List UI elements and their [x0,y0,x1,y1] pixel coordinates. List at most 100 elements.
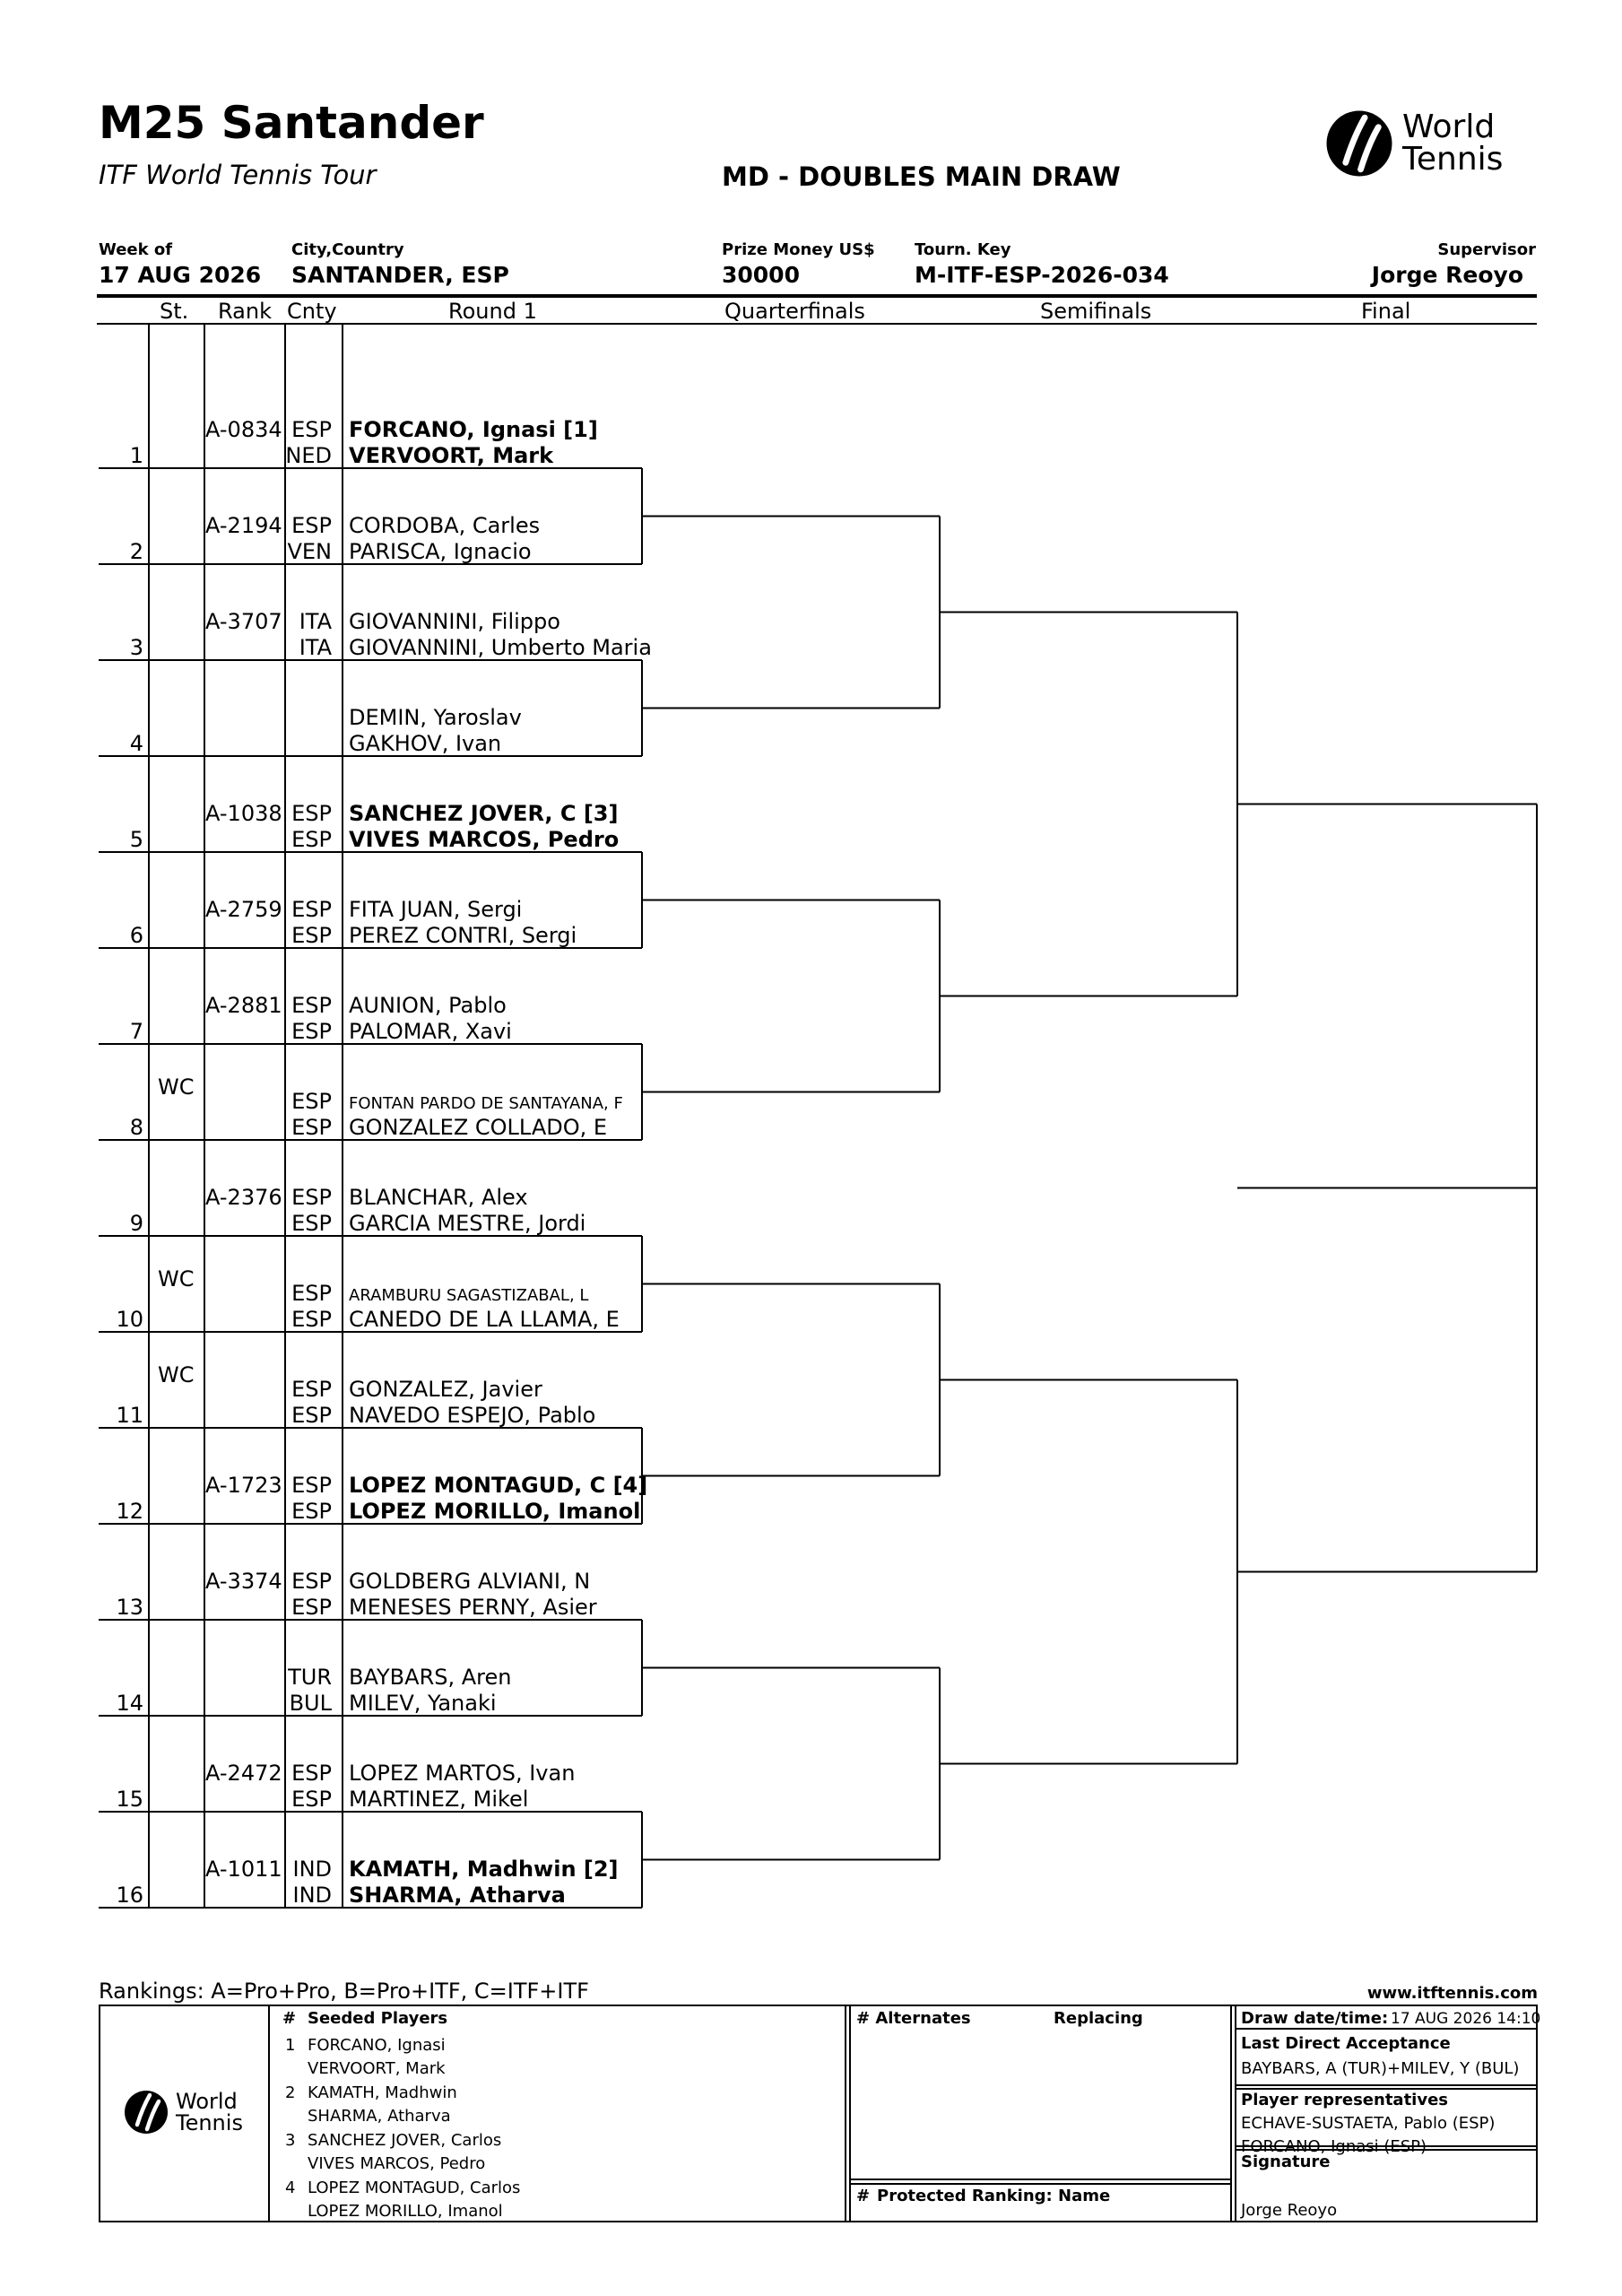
rankings-legend: Rankings: A=Pro+Pro, B=Pro+ITF, C=ITF+IT… [99,1979,589,2004]
player2-country: ESP [291,1787,332,1812]
player1-country: ESP [291,1761,332,1786]
logo-text-world: World [1402,109,1496,145]
city-value: SANTANDER, ESP [291,262,509,288]
col-header-country: Cnty [287,299,337,324]
city-label: City,Country [291,240,404,259]
footer-logo-text-tennis: Tennis [176,2110,243,2135]
player1-country: ESP [291,1281,332,1306]
player2-country: IND [292,1883,332,1908]
player2-name: MENESES PERNY, Asier [349,1595,597,1620]
player2-name: NAVEDO ESPEJO, Pablo [349,1403,596,1428]
player1-name: SANCHEZ JOVER, C [3] [349,801,619,826]
draw-position: 9 [129,1211,143,1236]
col-header-round1: Round 1 [448,299,537,324]
footer-logo-text-world: World [176,2089,238,2114]
col-header-rank: Rank [218,299,272,324]
tourn-key-label: Tourn. Key [915,240,1011,259]
draw-position: 3 [129,635,143,660]
player2-country: ESP [291,1499,332,1524]
seed-player-2: VERVOORT, Mark [308,2059,446,2078]
entry-status: WC [158,1266,195,1292]
player2-name: MILEV, Yanaki [349,1691,497,1716]
player2-name: SHARMA, Atharva [349,1883,566,1908]
player2-name: VIVES MARCOS, Pedro [349,827,620,852]
player2-country: ITA [299,635,332,660]
player2-country: ESP [291,1403,332,1428]
team-rank: A-1011 [205,1857,282,1882]
player2-country: VEN [287,539,332,564]
player2-country: ESP [291,1595,332,1620]
draw-position: 10 [116,1307,143,1332]
entry-status: WC [158,1074,195,1100]
team-rank: A-2376 [205,1185,282,1210]
draw-position: 4 [129,731,143,756]
player1-name: FITA JUAN, Sergi [349,897,523,922]
team-rank: A-3707 [205,609,282,634]
seed-player-1: SANCHEZ JOVER, Carlos [308,2131,502,2150]
player2-name: PARISCA, Ignacio [349,539,532,564]
player1-country: ITA [299,609,332,634]
player1-name: BLANCHAR, Alex [349,1185,528,1210]
player1-name: GIOVANNINI, Filippo [349,609,560,634]
entry-status: WC [158,1362,195,1387]
player1-name: BAYBARS, Aren [349,1665,512,1690]
team-rank: A-3374 [205,1569,282,1594]
seed-player-1: FORCANO, Ignasi [308,2036,446,2055]
tourn-key-value: M-ITF-ESP-2026-034 [915,262,1169,288]
player2-name: GAKHOV, Ivan [349,731,502,756]
draw-position: 13 [116,1595,143,1620]
team-rank: A-2194 [205,513,282,538]
player1-country: IND [292,1857,332,1882]
player1-name: FORCANO, Ignasi [1] [349,417,598,442]
seed-number: 1 [285,2036,296,2055]
logo-text-tennis: Tennis [1402,141,1504,178]
alternates-header: # Alternates [856,2009,971,2028]
seed-player-2: VIVES MARCOS, Pedro [308,2154,486,2173]
player2-country: ESP [291,1019,332,1044]
draw-position: 11 [116,1403,143,1428]
player1-country: ESP [291,897,332,922]
player2-country: ESP [291,827,332,852]
draw-date-value: 17 AUG 2026 14:10 [1391,2010,1541,2028]
prize-value: 30000 [722,262,800,288]
player1-country: ESP [291,1473,332,1498]
team-rank: A-1723 [205,1473,282,1498]
seed-player-2: SHARMA, Atharva [308,2107,451,2126]
column-header-rule [97,323,1537,325]
week-value: 17 AUG 2026 [99,262,262,288]
player1-name: FONTAN PARDO DE SANTAYANA, F [349,1094,623,1113]
supervisor-value: Jorge Reoyo [1371,262,1523,288]
player2-country: ESP [291,1211,332,1236]
draw-position: 1 [129,443,143,468]
lda-value: BAYBARS, A (TUR)+MILEV, Y (BUL) [1241,2059,1520,2078]
draw-position: 8 [129,1115,143,1140]
player2-country: ESP [291,1115,332,1140]
player1-country: TUR [288,1665,332,1690]
world-tennis-logo: World Tennis [1325,109,1503,178]
protected-header: Protected Ranking: Name [877,2187,1111,2205]
player1-name: GOLDBERG ALVIANI, N [349,1569,591,1594]
player1-country: ESP [291,1089,332,1114]
player1-name: ARAMBURU SAGASTIZABAL, L [349,1286,589,1305]
player1-country: ESP [291,801,332,826]
team-rank: A-2472 [205,1761,282,1786]
player2-country: NED [285,443,332,468]
seeded-header-num: # [282,2009,297,2028]
draw-type: MD - DOUBLES MAIN DRAW [722,161,1121,192]
seed-number: 3 [285,2131,296,2150]
protected-header-num: # [856,2187,871,2205]
prize-label: Prize Money US$ [722,240,875,259]
team-rank: A-1038 [205,801,282,826]
draw-position: 16 [116,1883,143,1908]
player1-country: ESP [291,1377,332,1402]
website: www.itftennis.com [1366,1984,1538,2003]
team-rank: A-0834 [205,417,282,442]
player2-name: LOPEZ MORILLO, Imanol [349,1499,641,1524]
draw-position: 12 [116,1499,143,1524]
draw-position: 15 [116,1787,143,1812]
player2-country: ESP [291,923,332,948]
player1-name: CORDOBA, Carles [349,513,541,538]
world-tennis-logo-icon [1326,110,1392,177]
header-rule [97,294,1537,298]
draw-position: 5 [129,827,143,852]
